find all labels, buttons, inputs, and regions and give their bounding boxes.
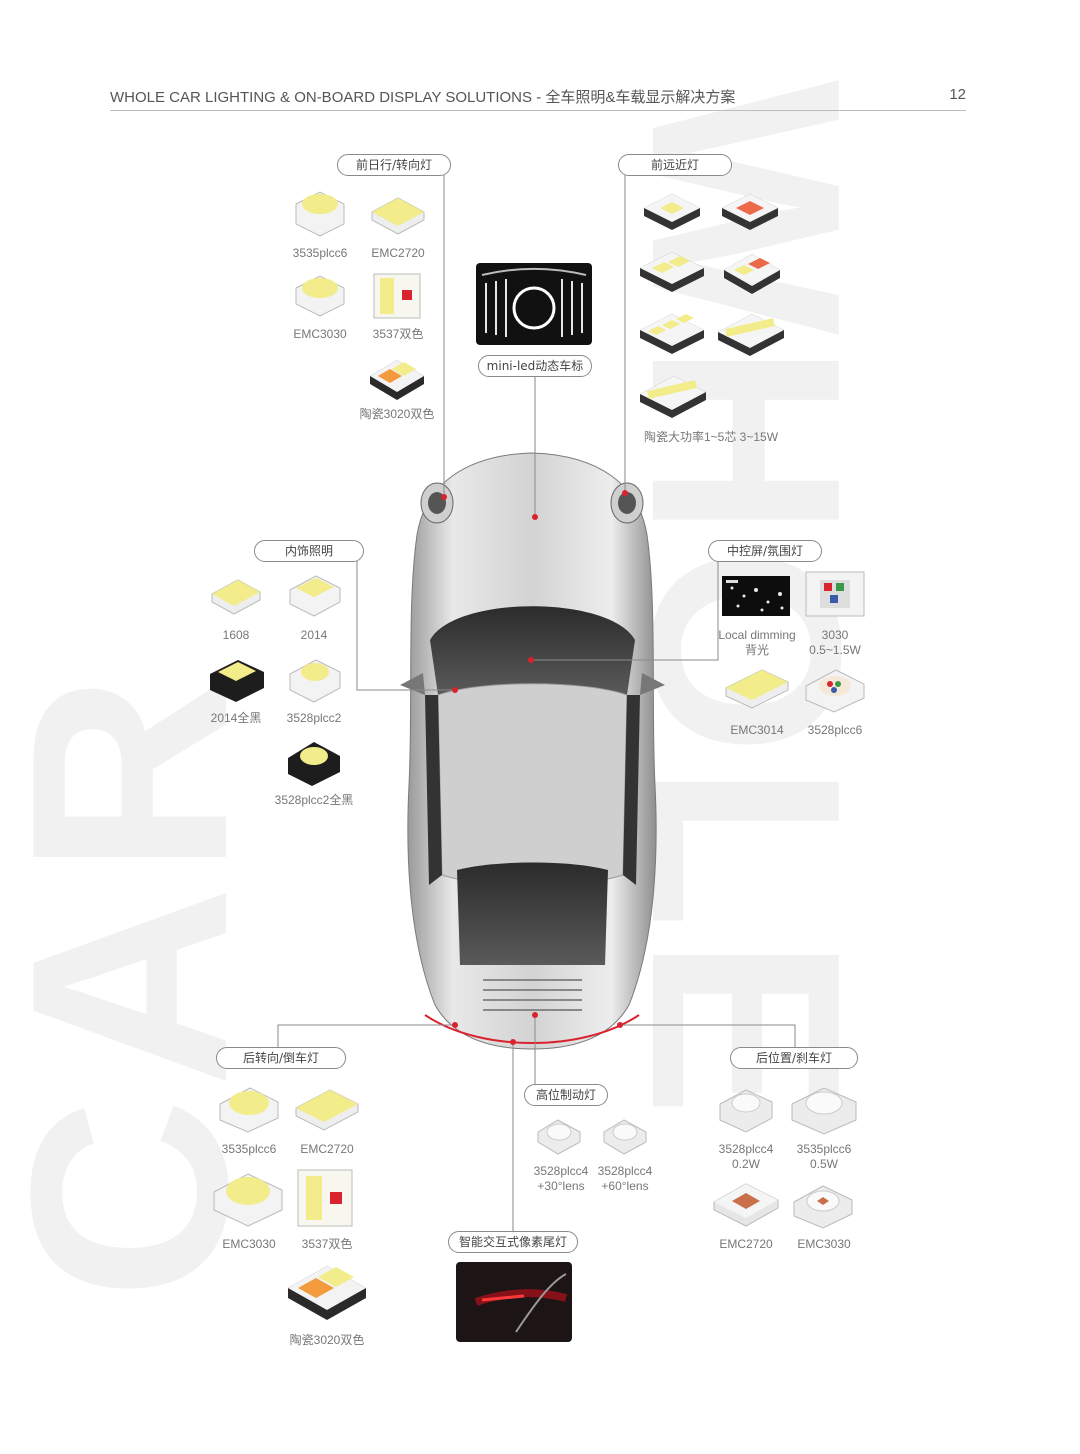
section-title-interior: 内饰照明 (254, 540, 364, 562)
line-rear-position (620, 1024, 796, 1048)
page-header: WHOLE CAR LIGHTING & ON-BOARD DISPLAY SO… (110, 84, 966, 111)
chip-console-emc3014 (725, 669, 789, 709)
label-brake-60lens-line1: 3528plcc4 (597, 1164, 653, 1178)
label-console-3030-line2: 0.5~1.5W (809, 643, 861, 657)
label-interior-1608: 1608 (222, 628, 250, 642)
label-console-3528plcc6: 3528plcc6 (807, 723, 863, 737)
label-rear-3537-dual: 3537双色 (301, 1237, 353, 1251)
chip-interior-2014-black (210, 660, 264, 702)
chip-front-3535plcc6 (295, 191, 345, 237)
label-front-3535plcc6: 3535plcc6 (292, 246, 348, 260)
marker-console (528, 657, 534, 663)
label-brake-60lens-line2: +60°lens (601, 1179, 649, 1193)
chip-interior-3528plcc2-black (288, 742, 340, 786)
chip-front-emc2720 (371, 197, 425, 235)
page-number: 12 (949, 86, 966, 103)
chip-brake-60lens (603, 1119, 647, 1155)
chip-front-ceramic-3020 (370, 360, 424, 400)
label-interior-3528plcc2-black: 3528plcc2全黑 (274, 793, 354, 807)
label-front-emc2720: EMC2720 (371, 246, 425, 260)
chip-rear-3537-dual (297, 1169, 353, 1227)
section-title-logo: mini-led动态车标 (478, 355, 592, 377)
chip-brake-30lens (537, 1119, 581, 1155)
chip-headlight-5 (640, 314, 704, 354)
label-rear-emc2720: EMC2720 (300, 1142, 354, 1156)
marker-interior (452, 687, 458, 693)
chip-console-3528plcc6 (805, 669, 865, 713)
label-brake-30lens: 3528plcc4 +30°lens (524, 1164, 598, 1194)
label-console-local-dimming: Local dimming 背光 (712, 628, 802, 658)
label-console-local-dimming-line1: Local dimming (718, 628, 796, 642)
chip-rear-emc2720 (295, 1089, 359, 1131)
section-title-rear-position: 后位置/刹车灯 (730, 1047, 858, 1069)
label-position-3528plcc4: 3528plcc4 0.2W (708, 1142, 784, 1172)
line-interior (356, 560, 452, 691)
label-position-3535plcc6: 3535plcc6 0.5W (786, 1142, 862, 1172)
label-front-emc3030: EMC3030 (293, 327, 347, 341)
chip-position-3535plcc6 (791, 1087, 857, 1135)
chip-interior-1608 (211, 579, 261, 615)
pixel-tail-photo (456, 1262, 572, 1342)
local-dimming-photo (722, 576, 790, 616)
marker-rear-turn (452, 1022, 458, 1028)
marker-logo (532, 514, 538, 520)
chip-headlight-2 (722, 194, 778, 230)
label-interior-2014: 2014 (300, 628, 328, 642)
label-rear-emc3030: EMC3030 (222, 1237, 276, 1251)
label-console-emc3014: EMC3014 (730, 723, 784, 737)
label-position-3535plcc6-line1: 3535plcc6 (796, 1142, 852, 1156)
section-title-console: 中控屏/氛围灯 (708, 540, 822, 562)
label-position-3535plcc6-line2: 0.5W (809, 1157, 838, 1171)
chip-front-3537-dual (373, 273, 421, 319)
marker-headlight (622, 490, 628, 496)
label-position-emc3030: EMC3030 (797, 1237, 851, 1251)
marker-pixel-tail (510, 1039, 516, 1045)
chip-position-emc2720 (713, 1183, 779, 1227)
chip-rear-3535plcc6 (219, 1087, 279, 1133)
marker-front-drl (441, 494, 447, 500)
section-title-rear-turn: 后转向/倒车灯 (216, 1047, 346, 1069)
label-console-3030: 3030 0.5~1.5W (795, 628, 875, 658)
chip-position-emc3030 (793, 1185, 853, 1229)
chip-headlight-3 (640, 252, 704, 292)
chip-rear-emc3030 (213, 1173, 283, 1227)
chip-front-emc3030 (295, 275, 345, 317)
car-illustration (400, 452, 665, 1050)
chip-headlight-4 (724, 254, 780, 294)
line-rear-turn (277, 1024, 455, 1048)
section-title-high-brake: 高位制动灯 (524, 1084, 608, 1106)
label-rear-ceramic-3020: 陶瓷3020双色 (289, 1333, 365, 1347)
label-console-local-dimming-line2: 背光 (744, 643, 769, 657)
label-position-3528plcc4-line1: 3528plcc4 (718, 1142, 774, 1156)
section-title-headlight: 前远近灯 (618, 154, 732, 176)
label-interior-3528plcc2: 3528plcc2 (286, 711, 342, 725)
line-console (533, 560, 719, 661)
label-front-ceramic-3020: 陶瓷3020双色 (359, 407, 435, 421)
chip-headlight-7 (640, 376, 706, 418)
chip-console-3030 (805, 571, 865, 617)
section-title-pixel-tail: 智能交互式像素尾灯 (448, 1231, 578, 1253)
section-title-front-drl: 前日行/转向灯 (337, 154, 451, 176)
chip-position-3528plcc4 (719, 1089, 773, 1133)
label-brake-60lens: 3528plcc4 +60°lens (588, 1164, 662, 1194)
label-brake-30lens-line2: +30°lens (537, 1179, 585, 1193)
chip-interior-2014 (289, 575, 341, 617)
label-interior-2014-black: 2014全黑 (210, 711, 262, 725)
chip-headlight-6 (718, 314, 784, 356)
label-position-emc2720: EMC2720 (719, 1237, 773, 1251)
marker-rear-position (617, 1022, 623, 1028)
chip-headlight-1 (644, 194, 700, 230)
label-front-3537-dual: 3537双色 (372, 327, 424, 341)
label-brake-30lens-line1: 3528plcc4 (533, 1164, 589, 1178)
label-rear-3535plcc6: 3535plcc6 (221, 1142, 277, 1156)
chip-rear-ceramic-3020 (288, 1266, 366, 1320)
chip-interior-3528plcc2 (289, 659, 341, 703)
label-headlight-caption: 陶瓷大功率1~5芯 3~15W (643, 430, 779, 444)
label-position-3528plcc4-line2: 0.2W (731, 1157, 760, 1171)
marker-high-brake (532, 1012, 538, 1018)
mini-led-logo-photo (476, 263, 592, 345)
page-title: WHOLE CAR LIGHTING & ON-BOARD DISPLAY SO… (110, 89, 736, 106)
label-console-3030-line1: 3030 (821, 628, 849, 642)
